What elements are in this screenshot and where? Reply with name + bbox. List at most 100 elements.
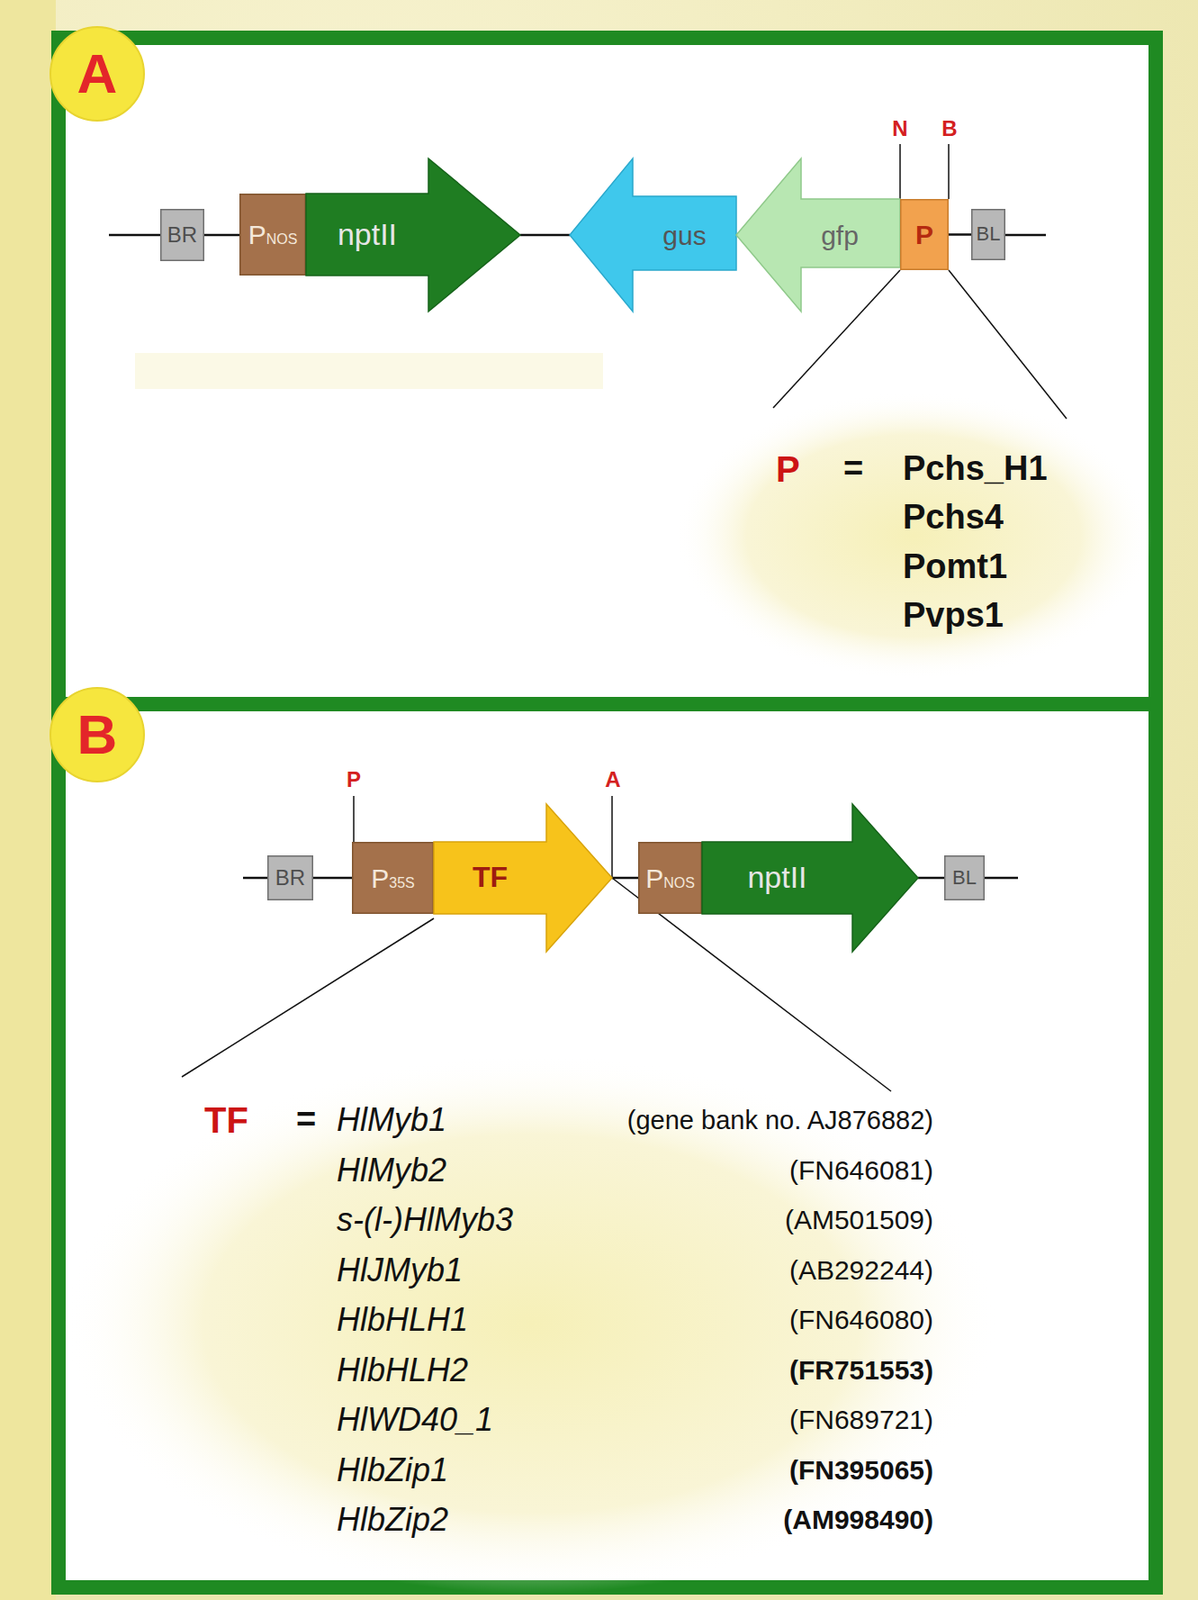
panel-letter: B [49, 686, 145, 783]
gene-name: HlbHLH1 [336, 1299, 469, 1339]
accession-number: (FN646080) [789, 1303, 934, 1336]
promoter-box-outline [240, 194, 307, 276]
gene-arrow-outline [736, 158, 901, 312]
callout-glow [63, 1053, 1000, 1594]
restriction-site: A [604, 766, 621, 793]
backbone-line [984, 876, 1018, 880]
promoter-box: P35S [351, 841, 434, 914]
node-label: TF [472, 861, 508, 893]
border-box-outline [945, 855, 985, 901]
panel-letter-outline [50, 687, 145, 782]
border-box: BL [971, 208, 1006, 261]
site-line [611, 795, 613, 878]
gene-arrow-outline [306, 158, 521, 312]
border-box: BR [267, 855, 314, 901]
gene-name: HlWD40_1 [336, 1399, 494, 1439]
symbol-label: TF [204, 1098, 249, 1142]
node-label: P [645, 863, 664, 893]
promoter-name: Pchs4 [902, 496, 1004, 539]
promoter-box-outline [639, 842, 703, 914]
promoter-name: Pvps1 [902, 594, 1004, 637]
gene-arrow-outline [569, 158, 737, 312]
panel-a-ground [65, 45, 1149, 697]
border-box: BR [160, 208, 205, 262]
node-label: gus [662, 220, 706, 251]
promoter-box: PNOS [638, 841, 703, 914]
backbone-line [243, 876, 268, 880]
accession-number: (AM501509) [784, 1203, 934, 1236]
node-label: nptII [747, 860, 807, 894]
backbone-line [612, 876, 639, 880]
gene-arrow: gfp [736, 158, 901, 312]
backbone-line [313, 876, 352, 880]
gene-name: HlMyb2 [336, 1150, 447, 1189]
node-subscript: 35S [388, 874, 415, 892]
panel-frame [51, 30, 1163, 1595]
callout-glow [675, 391, 1153, 680]
node-label: gfp [820, 220, 859, 251]
promoter-name: Pchs_H1 [902, 448, 1048, 490]
restriction-site: B [941, 116, 957, 143]
zoom-line [948, 270, 1067, 419]
node-label: B [77, 703, 118, 766]
zoom-line [181, 918, 434, 1077]
node-label: BR [275, 865, 306, 890]
gene-arrow: nptII [306, 158, 521, 312]
gene-arrow-shape [569, 158, 737, 312]
gene-arrow-outline [702, 803, 919, 952]
gene-name: HlJMyb1 [336, 1250, 463, 1289]
site-line [947, 144, 950, 199]
border-box-outline [972, 209, 1006, 261]
backbone-line [918, 876, 945, 880]
gene-name: HlbZip2 [336, 1499, 449, 1539]
promoter-name: Pomt1 [902, 546, 1008, 588]
gene-name: s-(l-)HlMyb3 [336, 1199, 514, 1239]
promoter-box-outline [352, 842, 434, 914]
side-strip [0, 0, 56, 1600]
border-box-outline [268, 855, 314, 901]
gene-arrow-outline [433, 803, 613, 952]
gene-arrow: gus [569, 158, 737, 312]
node-label: A [77, 43, 118, 105]
accession-number: (FN395065) [789, 1453, 934, 1487]
panel-letter-outline [50, 27, 145, 121]
restriction-site: P [346, 766, 361, 793]
node-subscript: NOS [266, 231, 298, 248]
equals-sign: = [843, 448, 864, 490]
promoter-box: P [900, 198, 949, 271]
gene-arrow: nptII [702, 803, 919, 952]
restriction-site: N [891, 116, 908, 143]
node-label: BL [952, 866, 977, 889]
node-label: BR [167, 223, 198, 247]
gene-arrow: TF [433, 803, 613, 952]
accession-number: (FN689721) [789, 1403, 934, 1436]
shadow-band [135, 352, 604, 389]
promoter-box-outline [900, 199, 949, 271]
border-box: BL [944, 855, 985, 901]
promoter-box: PNOS [239, 193, 307, 276]
equals-sign: = [296, 1098, 316, 1141]
gene-arrow-shape [433, 803, 613, 952]
node-label: P [370, 863, 389, 893]
gene-arrow-shape [702, 803, 919, 952]
border-box-outline [161, 209, 205, 262]
gene-name: HlMyb1 [336, 1099, 447, 1139]
node-label: nptII [337, 217, 397, 252]
accession-number: (gene bank no. AJ876882) [627, 1104, 934, 1136]
node-label: P [248, 219, 267, 250]
node-subscript: NOS [663, 874, 695, 892]
backbone-line [108, 234, 161, 237]
backbone-line [948, 233, 972, 236]
node-label: BL [976, 223, 1001, 245]
site-line [899, 144, 901, 199]
accession-number: (FN646081) [789, 1153, 934, 1187]
accession-number: (AM998490) [783, 1503, 934, 1536]
panel-letter: A [49, 26, 145, 122]
backbone-line [204, 234, 240, 237]
site-line [352, 795, 355, 842]
gene-arrow-shape [736, 158, 901, 312]
backbone-line [1005, 234, 1046, 237]
node-label: P [915, 219, 934, 250]
